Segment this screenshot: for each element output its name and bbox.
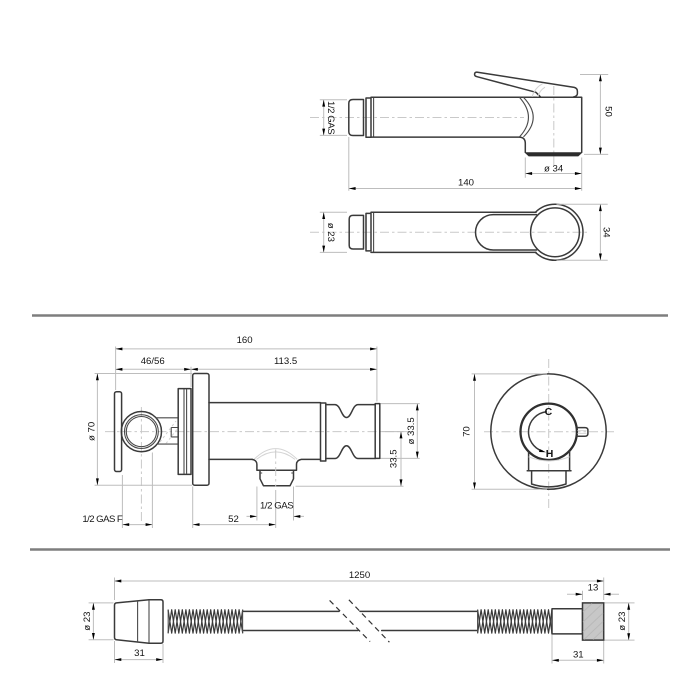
svg-text:13: 13 xyxy=(588,583,599,594)
svg-text:34: 34 xyxy=(601,227,612,238)
svg-text:1/2 GAS: 1/2 GAS xyxy=(260,500,293,511)
svg-text:ø 23: ø 23 xyxy=(82,612,93,631)
svg-text:ø 33.5: ø 33.5 xyxy=(406,417,417,444)
svg-text:ø 23: ø 23 xyxy=(325,223,336,242)
svg-text:140: 140 xyxy=(458,178,474,189)
svg-text:160: 160 xyxy=(237,335,253,346)
svg-text:ø 34: ø 34 xyxy=(544,163,564,174)
svg-text:1/2 GAS F: 1/2 GAS F xyxy=(82,514,123,525)
svg-text:1250: 1250 xyxy=(349,570,370,581)
svg-text:70: 70 xyxy=(462,426,473,437)
svg-text:ø 23: ø 23 xyxy=(617,612,628,631)
svg-text:C: C xyxy=(545,406,553,418)
svg-text:1/2 GAS: 1/2 GAS xyxy=(325,101,336,134)
svg-text:ø 70: ø 70 xyxy=(86,422,97,441)
svg-text:H: H xyxy=(546,448,554,460)
svg-text:46/56: 46/56 xyxy=(141,356,165,367)
svg-text:113.5: 113.5 xyxy=(274,356,297,367)
svg-text:50: 50 xyxy=(603,106,614,117)
svg-text:31: 31 xyxy=(573,650,584,661)
svg-text:52: 52 xyxy=(228,514,239,525)
svg-text:31: 31 xyxy=(134,648,145,659)
svg-text:33.5: 33.5 xyxy=(389,449,400,468)
